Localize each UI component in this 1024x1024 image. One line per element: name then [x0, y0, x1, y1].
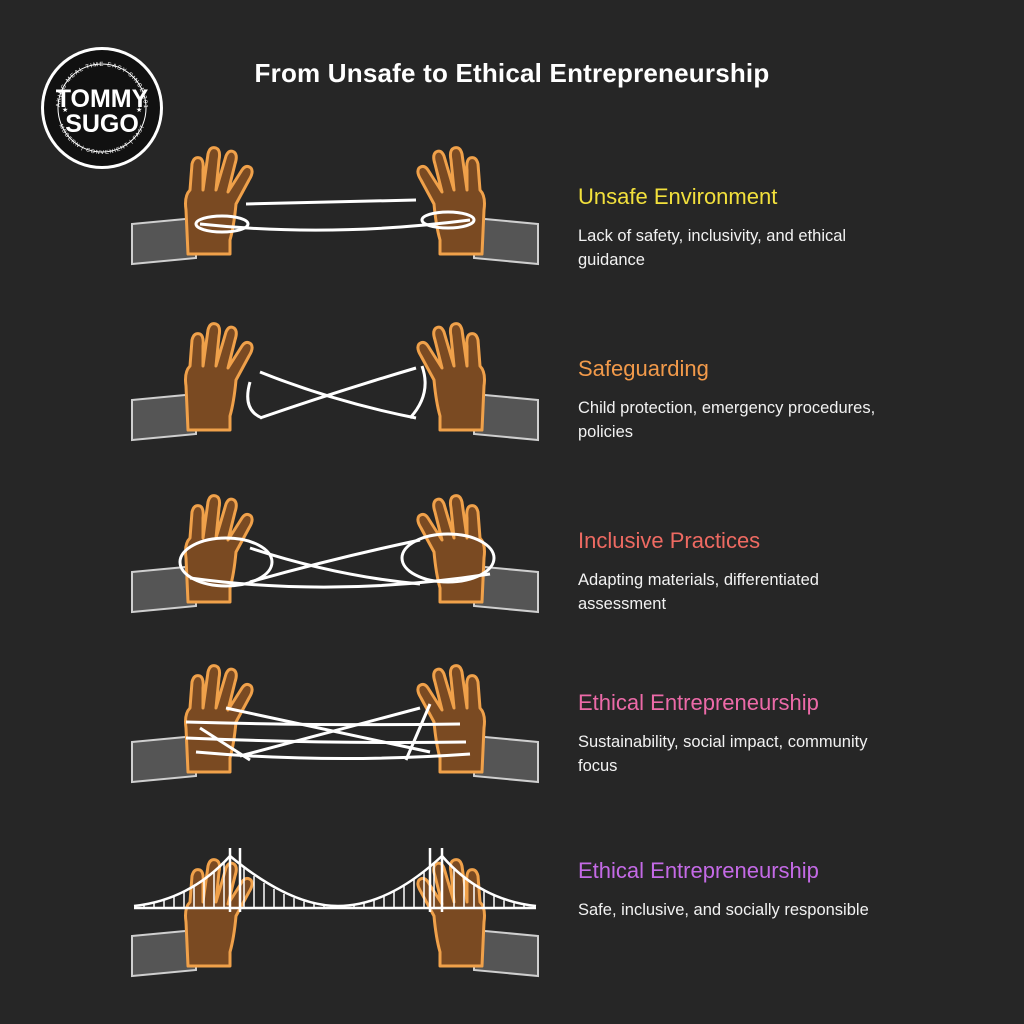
hands-cross-string-icon: [130, 322, 540, 482]
hands-web-string-icon: [130, 664, 540, 824]
step-title: Ethical Entrepreneurship: [578, 858, 819, 883]
hands-string-icon: [130, 146, 540, 306]
step-title: Ethical Entrepreneurship: [578, 690, 819, 715]
step-description: Lack of safety, inclusivity, and ethical…: [578, 227, 847, 269]
step-description: Adapting materials, differentiated asses…: [578, 571, 819, 613]
step-title: Unsafe Environment: [578, 184, 778, 209]
hands-bridge-icon: [130, 838, 540, 998]
step-description: Child protection, emergency procedures, …: [578, 399, 876, 441]
page-title: From Unsafe to Ethical Entrepreneurship: [254, 58, 770, 88]
svg-text:★: ★: [62, 106, 68, 114]
hands-loop-string-icon: [130, 494, 540, 654]
step-description: Sustainability, social impact, community…: [578, 733, 868, 775]
step-title: Inclusive Practices: [578, 528, 761, 553]
logo-line1: TOMMY: [56, 85, 149, 113]
svg-text:★: ★: [136, 106, 142, 114]
step-description: Safe, inclusive, and socially responsibl…: [578, 901, 869, 919]
step-title: Safeguarding: [578, 356, 709, 381]
logo-line2: SUGO: [65, 110, 139, 138]
tommy-sugo-logo: MAKING MEAL TIME EASY SINCE 2014 MODERN …: [40, 46, 164, 170]
